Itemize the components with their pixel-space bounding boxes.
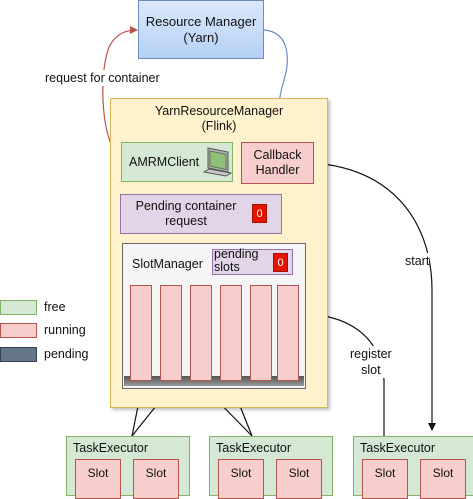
callback-handler-node: Callback Handler [241,142,314,184]
task-executor-slot: Slot [276,459,322,499]
task-executor-node: TaskExecutor Slot Slot [353,436,473,499]
slot-label: Slot [374,466,396,480]
slot-manager-slot [250,285,272,381]
slot-manager-slot [130,285,152,381]
yarn-resource-manager-name: YarnResourceManager [154,104,284,118]
yarn-resource-manager-framework: (Flink) [201,119,237,133]
resource-manager-subtitle: (Yarn) [183,29,219,45]
pending-request-label-1: Pending container [135,199,237,213]
slot-label: Slot [288,466,310,480]
amrm-client-label: AMRMClient [129,155,200,169]
register-slot-label-1: register [350,347,392,361]
task-executor-node: TaskExecutor Slot Slot [66,436,190,499]
start-arrow [313,162,436,431]
task-executor-slot: Slot [218,459,264,499]
legend-pending-swatch [0,347,37,362]
task-executor-slot: Slot [420,459,466,499]
callback-handler-label-2: Handler [255,163,300,177]
legend-free-swatch [0,300,37,315]
slot-manager-label: SlotManager [132,257,203,271]
pending-slots-label-2: slots [214,260,240,274]
register-slot-label: register slot [350,346,392,378]
task-executor-label: TaskExecutor [73,441,149,455]
legend-running-label: running [44,323,86,337]
yarn-resource-manager-title: YarnResourceManager (Flink) [110,104,328,134]
amrm-client-node: AMRMClient [121,142,233,182]
callback-handler-label-1: Callback [253,148,302,162]
pending-request-label-2: request [165,214,207,228]
register-slot-label-2: slot [361,363,381,377]
pending-slots-label: pending slots [214,248,259,274]
task-executor-label: TaskExecutor [216,441,292,455]
slot-label: Slot [145,466,167,480]
slot-manager-slot [190,285,212,381]
start-label: start [405,253,430,269]
resource-manager-title: Resource Manager [145,13,257,29]
pending-request-count-badge: 0 [252,204,267,223]
legend-free-label: free [44,300,66,314]
legend-running-swatch [0,323,37,338]
task-executor-slot: Slot [75,459,121,499]
laptop-icon [202,147,232,177]
slot-manager-base [124,376,304,386]
legend-pending-label: pending [44,347,89,361]
request-for-container-label: request for container [45,70,160,86]
pending-slots-label-1: pending [214,247,259,261]
slot-label: Slot [432,466,454,480]
task-executor-node: TaskExecutor Slot Slot [209,436,333,499]
task-executor-slot: Slot [133,459,179,499]
slot-manager-slot [220,285,242,381]
slot-manager-slot [160,285,182,381]
pending-slots-count-badge: 0 [273,253,288,272]
resource-manager-node: Resource Manager (Yarn) [138,0,264,59]
task-executor-label: TaskExecutor [360,441,436,455]
slot-label: Slot [87,466,109,480]
slot-manager-slot [277,285,299,381]
task-executor-slot: Slot [362,459,408,499]
slot-label: Slot [230,466,252,480]
